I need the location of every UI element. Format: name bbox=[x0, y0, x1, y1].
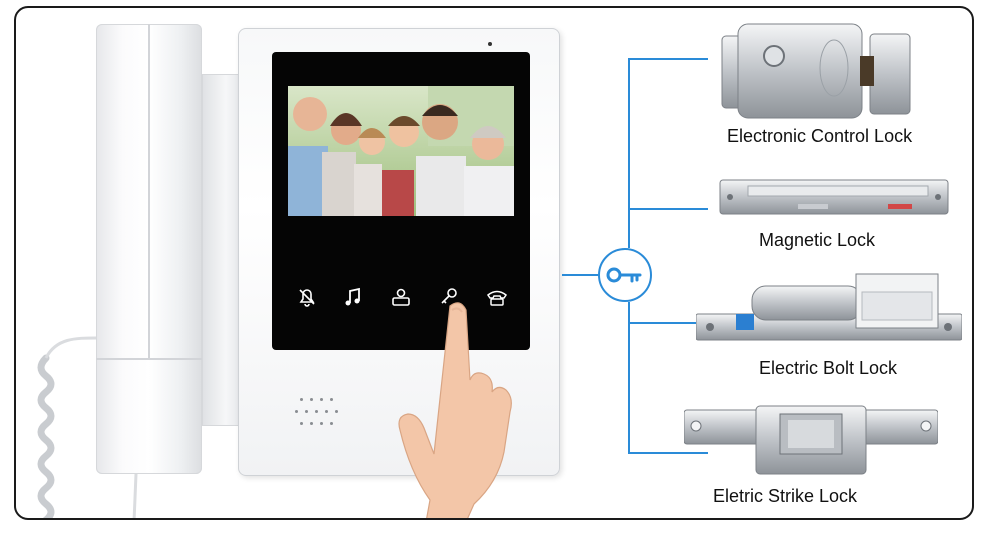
touch-button-row bbox=[272, 282, 530, 312]
electronic-control-lock-image bbox=[721, 23, 911, 119]
monitor-person-icon[interactable] bbox=[386, 282, 416, 312]
key-icon bbox=[606, 267, 642, 283]
magnetic-lock-image bbox=[719, 179, 949, 215]
handset-divider bbox=[96, 358, 202, 360]
screen-bezel bbox=[272, 52, 530, 350]
lock-label-electric-strike: Eletric Strike Lock bbox=[713, 486, 858, 506]
family-photo-display bbox=[288, 86, 514, 216]
family-figures bbox=[288, 97, 514, 216]
coiled-cord bbox=[37, 336, 138, 518]
video-intercom-monitor bbox=[238, 28, 560, 476]
key-hub bbox=[598, 248, 652, 302]
key-icon[interactable] bbox=[434, 282, 464, 312]
wire-branch-3 bbox=[628, 322, 708, 324]
wire-branch-2 bbox=[628, 208, 708, 210]
handset-seam bbox=[148, 24, 150, 358]
handset-cradle bbox=[202, 74, 242, 426]
wire-branch-1 bbox=[628, 58, 708, 60]
electric-bolt-lock-image bbox=[696, 273, 962, 341]
lock-label-magnetic: Magnetic Lock bbox=[759, 230, 876, 250]
wire-trunk-bottom bbox=[628, 302, 630, 452]
lock-label-electric-bolt: Electric Bolt Lock bbox=[759, 358, 898, 378]
speaker-grille bbox=[295, 398, 350, 438]
music-note-icon[interactable] bbox=[338, 282, 368, 312]
telephone-icon[interactable] bbox=[482, 282, 512, 312]
intercom-handset bbox=[96, 24, 202, 474]
wire-branch-4 bbox=[628, 452, 708, 454]
lock-label-electronic-control: Electronic Control Lock bbox=[727, 126, 913, 146]
finger-pressing-hand bbox=[398, 302, 512, 518]
wire-monitor-hub bbox=[562, 274, 598, 276]
product-frame: Electronic Control Lock Magnetic Lock El… bbox=[14, 6, 974, 520]
wire-trunk-top bbox=[628, 58, 630, 248]
bell-mute-icon[interactable] bbox=[292, 282, 322, 312]
electric-strike-lock-image bbox=[684, 405, 938, 475]
camera-dot bbox=[488, 42, 492, 46]
